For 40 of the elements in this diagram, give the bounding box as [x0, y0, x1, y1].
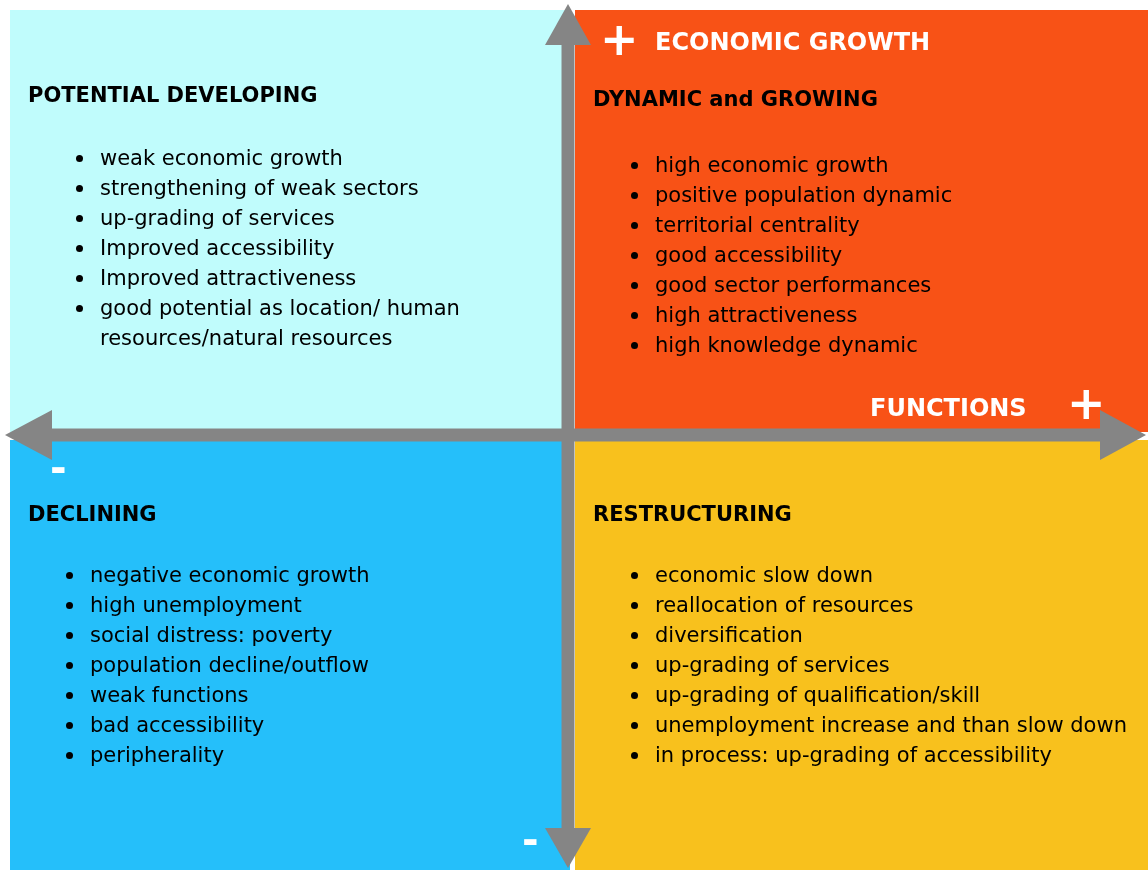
minus-sign: - [522, 820, 539, 860]
quadrant-title: POTENTIAL DEVELOPING [28, 83, 318, 107]
list-item-text: strengthening of weak sectors [100, 176, 419, 200]
list-item-text: high attractiveness [655, 303, 858, 327]
quadrant-title: DYNAMIC and GROWING [593, 87, 878, 111]
list-item-text: economic slow down [655, 563, 874, 587]
list-item-text: diversification [655, 623, 803, 647]
list-item-text: Improved attractiveness [100, 266, 357, 290]
axis-label: FUNCTIONS [870, 396, 1027, 420]
plus-sign: + [1067, 380, 1106, 426]
list-item-text: weak functions [90, 683, 249, 707]
list-item-text: unemployment increase and than slow down [655, 713, 1127, 737]
list-item-text: in process: up-grading of accessibility [655, 743, 1052, 767]
plus-sign: + [600, 16, 639, 62]
list-item-text: positive population dynamic [655, 183, 953, 207]
quadrant-panel [575, 10, 1148, 432]
list-item-text: good sector performances [655, 273, 932, 297]
list-item-text: good potential as location/ human resources/natural resources [100, 296, 460, 350]
list-item-text: up-grading of services [100, 206, 335, 230]
list-item-text: weak economic growth [100, 146, 343, 170]
list-item-text: Improved accessibility [100, 236, 335, 260]
list-item-text: high knowledge dynamic [655, 333, 918, 357]
list-item-text: reallocation of resources [655, 593, 914, 617]
list-item-text: social distress: poverty [90, 623, 333, 647]
list-item-text: peripherality [90, 743, 225, 767]
list-item-text: population decline/outflow [90, 653, 369, 677]
list-item-text: negative economic growth [90, 563, 370, 587]
list-item-text: high economic growth [655, 153, 889, 177]
quadrant-title: RESTRUCTURING [593, 502, 792, 526]
list-item-text: up-grading of qualification/skill [655, 683, 981, 707]
axis-label: ECONOMIC GROWTH [655, 30, 931, 54]
quadrant-panel [10, 440, 570, 870]
minus-sign: - [50, 448, 67, 488]
quadrant-title: DECLINING [28, 502, 157, 526]
list-item-text: territorial centrality [655, 213, 860, 237]
list-item-text: up-grading of services [655, 653, 890, 677]
list-item-text: good accessibility [655, 243, 843, 267]
quadrant-panel [575, 440, 1148, 870]
list-item-text: bad accessibility [90, 713, 265, 737]
list-item-text: high unemployment [90, 593, 302, 617]
